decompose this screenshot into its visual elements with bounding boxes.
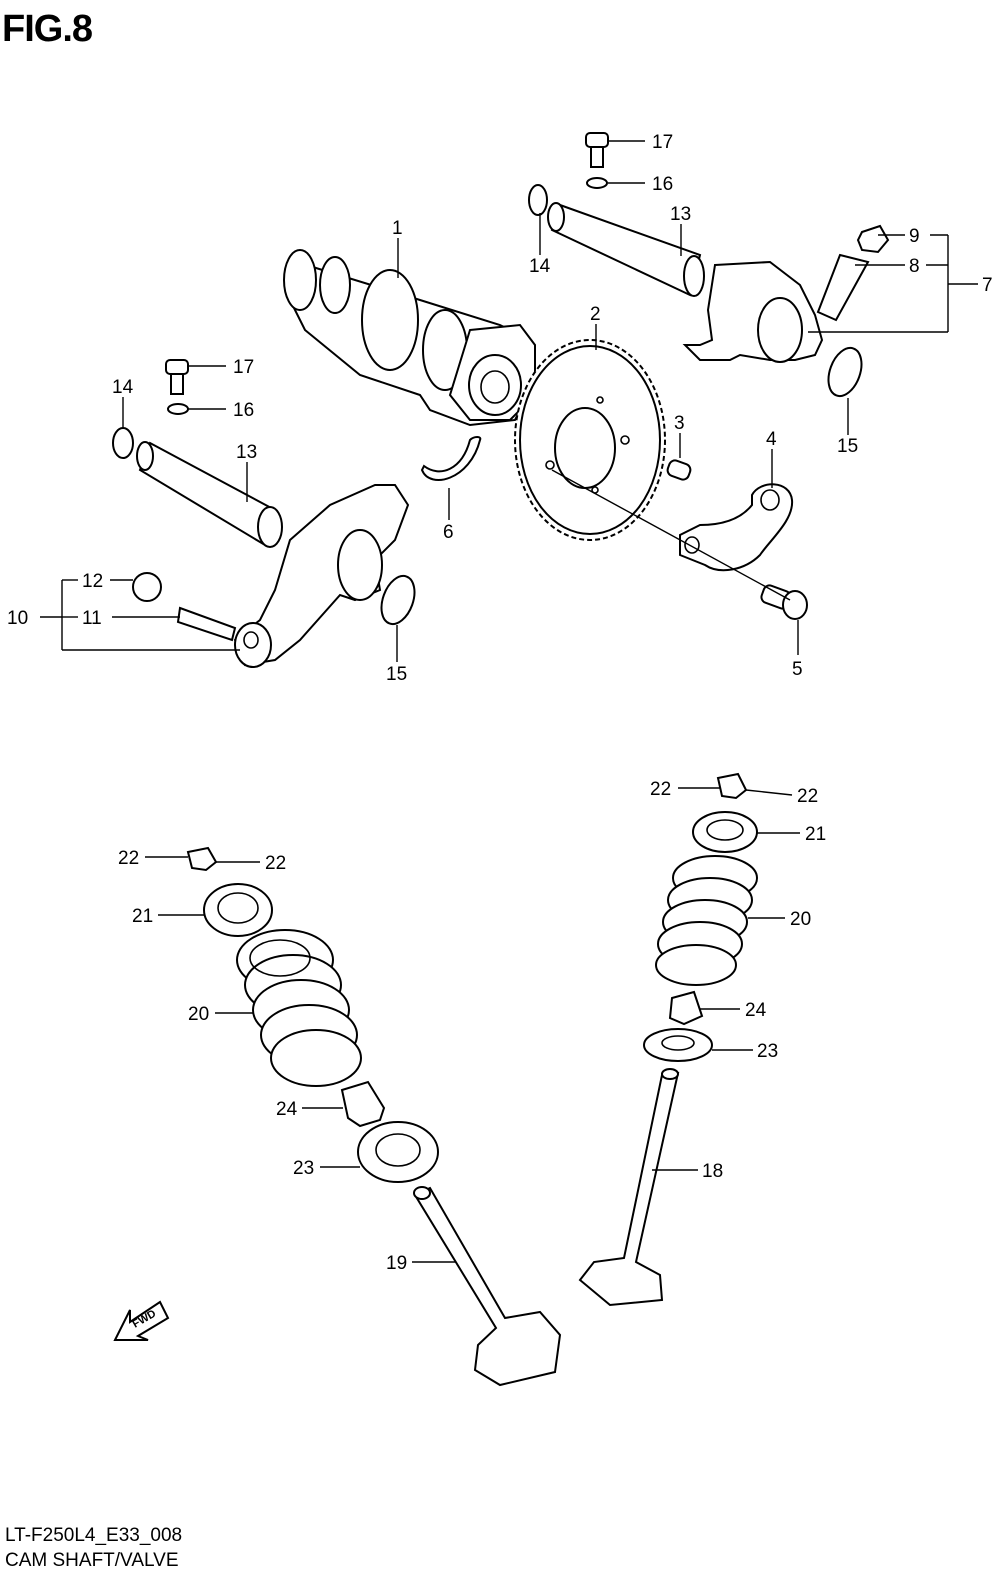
callout-15-upper: 15	[837, 436, 858, 457]
callout-1: 1	[392, 218, 403, 239]
washer-upper	[586, 177, 608, 189]
o-ring-lower	[112, 427, 134, 459]
gasket-lower	[380, 574, 416, 626]
retainer-right	[692, 811, 758, 853]
callout-19: 19	[386, 1253, 407, 1274]
callout-22-right-a: 22	[650, 779, 671, 800]
camshaft	[283, 249, 537, 427]
callout-23-right: 23	[757, 1041, 778, 1062]
callout-16-upper: 16	[652, 174, 673, 195]
valve-stem-seal-right	[668, 990, 704, 1026]
exhaust-valve	[578, 1068, 680, 1307]
callout-20-left: 20	[188, 1004, 209, 1025]
callout-24-left: 24	[276, 1099, 298, 1120]
bolt-upper	[585, 132, 609, 168]
cam-plate	[679, 483, 794, 572]
callout-10: 10	[7, 608, 28, 629]
bolt-lower	[165, 359, 189, 395]
leader-lines	[40, 140, 978, 1263]
callout-3: 3	[674, 413, 685, 434]
spring-right	[655, 855, 758, 986]
callout-23-left: 23	[293, 1158, 314, 1179]
callout-17-upper: 17	[652, 132, 673, 153]
callout-labels: 1 2 3 4 5 6 7 8 9 10 11 12 13 13 14 14 1…	[7, 132, 993, 1274]
callout-22-left-b: 22	[265, 853, 286, 874]
callout-21-right: 21	[805, 824, 826, 845]
callout-6: 6	[443, 522, 454, 543]
callout-8: 8	[909, 256, 920, 277]
callout-14-upper: 14	[529, 256, 551, 277]
cam-sprocket	[514, 339, 666, 541]
callout-4: 4	[766, 429, 777, 450]
valve-cotter-left	[186, 846, 218, 872]
callout-11: 11	[82, 608, 102, 629]
figure-name: CAM SHAFT/VALVE	[5, 1550, 179, 1571]
callout-16-lower: 16	[233, 400, 254, 421]
rocker-shaft-intake	[136, 441, 283, 548]
spring-seat-left	[357, 1121, 439, 1183]
callout-14-lower: 14	[112, 377, 134, 398]
callout-9: 9	[909, 226, 920, 247]
retainer-left	[203, 883, 273, 937]
callout-21-left: 21	[132, 906, 153, 927]
figure-title: FIG.8	[2, 8, 93, 50]
dowel-pin	[666, 459, 692, 481]
rocker-arm-assembly-intake	[132, 484, 410, 668]
callout-13-lower: 13	[236, 442, 257, 463]
callout-5: 5	[792, 659, 803, 680]
callout-20-right: 20	[790, 909, 811, 930]
callout-7: 7	[982, 275, 993, 296]
intake-valve	[413, 1186, 562, 1387]
washer-lower	[167, 403, 189, 415]
callout-18: 18	[702, 1161, 723, 1182]
callout-15-lower: 15	[386, 664, 407, 685]
sprocket-bolt	[760, 584, 808, 620]
figure-code: LT-F250L4_E33_008	[5, 1525, 183, 1546]
callout-17-lower: 17	[233, 357, 254, 378]
valve-cotter-right	[716, 772, 748, 800]
valve-stem-seal-left	[340, 1080, 386, 1128]
callout-22-left-a: 22	[118, 848, 139, 869]
callout-13-upper: 13	[670, 204, 691, 225]
callout-22-right-b: 22	[797, 786, 818, 807]
callout-2: 2	[590, 304, 601, 325]
callout-24-right: 24	[745, 1000, 767, 1021]
spring-seat-right	[643, 1028, 713, 1062]
callout-12: 12	[82, 571, 103, 592]
half-ring	[420, 436, 482, 481]
spring-left	[236, 929, 362, 1087]
rocker-shaft-exhaust	[547, 202, 705, 297]
o-ring-upper	[528, 184, 548, 216]
rocker-arm-assembly-exhaust	[682, 224, 890, 363]
gasket-upper	[827, 346, 863, 398]
fwd-arrow-icon: FWD	[113, 1300, 170, 1341]
